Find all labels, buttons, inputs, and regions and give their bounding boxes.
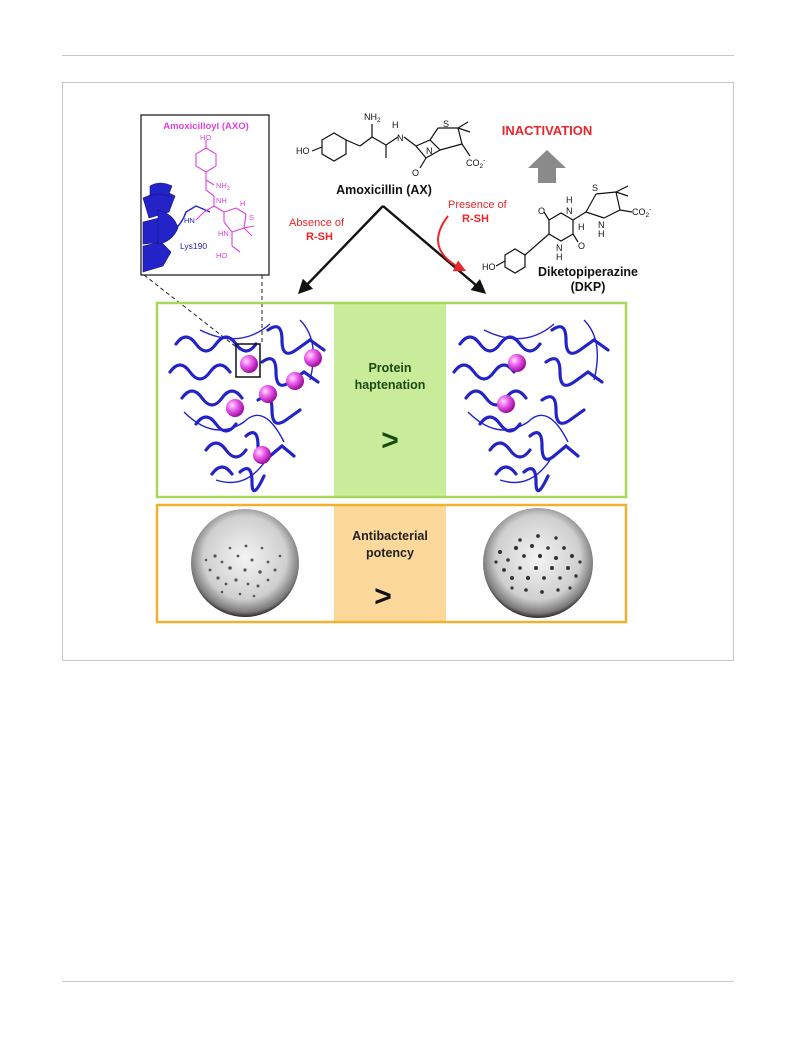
header-rule — [62, 55, 734, 56]
inset-axo-structure — [195, 140, 255, 253]
dkp-co2: CO2- — [632, 206, 651, 219]
dkp-h-ring: H — [598, 229, 605, 239]
haptenation-center-fill — [334, 303, 446, 497]
ax-ho: HO — [296, 146, 310, 156]
footer-rule — [62, 981, 734, 982]
figure-frame — [62, 82, 734, 661]
dkp-n-ring: N — [598, 220, 605, 230]
hapten-sphere — [497, 395, 515, 413]
amoxicilloyl-inset: Amoxicilloyl (AXO) Lys190 — [140, 114, 270, 276]
dkp-structure — [495, 185, 633, 274]
dkp-o-top: O — [538, 206, 545, 216]
hapten-sphere — [286, 372, 304, 390]
dkp-h-mid: H — [578, 222, 585, 232]
protein-left — [168, 319, 326, 493]
dkp-name: Diketopiperazine — [538, 265, 638, 279]
potency-panel — [155, 503, 628, 624]
inset-protein-ribbon — [142, 182, 179, 273]
presence-curved-arrow — [437, 215, 467, 272]
inset-hn-ring: HN — [218, 229, 229, 238]
ax-o: O — [412, 168, 419, 178]
hapten-sphere — [304, 349, 322, 367]
inset-title: Amoxicilloyl (AXO) — [163, 121, 249, 132]
ax-h: H — [392, 120, 399, 130]
arrow-to-right-panel — [382, 205, 487, 294]
presence-line1: Presence of — [448, 199, 508, 211]
zoom-box — [235, 343, 261, 378]
inset-lysine-chain — [171, 205, 211, 233]
ax-co2: CO2- — [466, 157, 485, 170]
dkp-n-bottom: N — [556, 243, 563, 253]
hapten-sphere — [226, 399, 244, 417]
protein-right — [452, 319, 610, 493]
absence-line2: R-SH — [306, 231, 333, 243]
haptenation-greater-than: > — [381, 424, 399, 457]
inset-nh2: NH2 — [216, 181, 230, 192]
inset-s: S — [249, 213, 254, 222]
potency-line1: Antibacterial — [352, 529, 428, 543]
ax-name: Amoxicillin (AX) — [336, 183, 432, 197]
inactivation-arrow — [528, 150, 566, 183]
presence-line2: R-SH — [462, 213, 489, 225]
ax-n-ring: N — [426, 146, 433, 156]
arrow-to-left-panel — [297, 205, 384, 295]
inactivation-label: INACTIVATION — [502, 123, 593, 138]
dkp-s: S — [592, 183, 598, 193]
inset-cooh: HO — [216, 251, 227, 260]
inset-residue-label: Lys190 — [180, 241, 207, 251]
dkp-h-bottom: H — [556, 252, 563, 262]
hapten-sphere — [259, 385, 277, 403]
haptenation-panel — [155, 301, 628, 499]
petri-dish-left — [191, 509, 299, 617]
absence-line1: Absence of — [289, 217, 345, 229]
haptenation-line2: haptenation — [355, 378, 426, 392]
dkp-ho: HO — [482, 262, 496, 272]
potency-center-fill — [334, 505, 446, 622]
haptenation-line1: Protein — [368, 361, 411, 375]
dkp-h-top: H — [566, 195, 573, 205]
inset-ho: HO — [200, 133, 211, 142]
potency-greater-than: > — [374, 580, 392, 613]
hapten-sphere — [253, 446, 271, 464]
ax-nh2: NH2 — [364, 112, 381, 124]
inset-nh-amide: NH — [216, 196, 227, 205]
potency-line2: potency — [366, 546, 414, 560]
amoxicillin-structure — [311, 121, 471, 169]
ax-n-amide: N — [397, 133, 404, 143]
dkp-n-top: N — [566, 206, 573, 216]
hapten-sphere — [508, 354, 526, 372]
dkp-o-bottom: O — [578, 241, 585, 251]
petri-dish-right — [483, 508, 593, 618]
inset-hn-amide: HN — [184, 216, 195, 225]
inset-h: H — [240, 199, 245, 208]
dkp-abbr: (DKP) — [571, 280, 606, 294]
hapten-sphere — [240, 355, 258, 373]
ax-s: S — [443, 119, 449, 129]
